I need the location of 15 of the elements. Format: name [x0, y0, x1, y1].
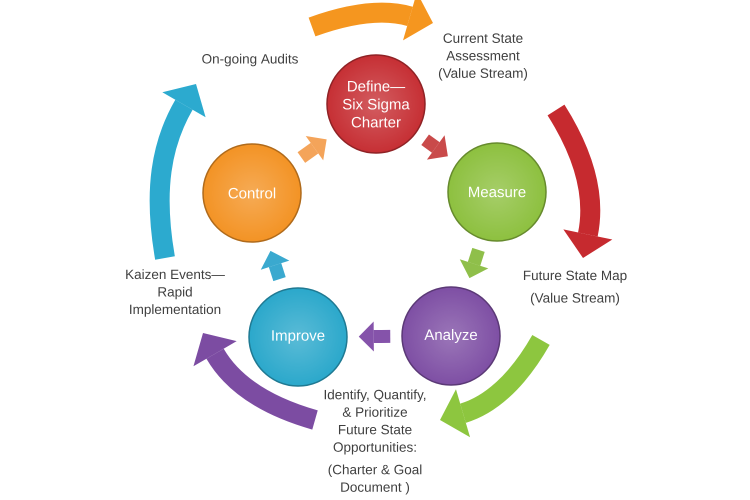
note-text: Current State Assessment (Value Stream) [438, 33, 528, 81]
block-arrow [421, 134, 448, 160]
curved-arrow [308, 0, 433, 40]
block-arrow [298, 136, 327, 163]
block-arrow [260, 250, 290, 282]
block-arrow [358, 322, 390, 352]
curved-arrow [150, 84, 206, 260]
note-text: Identify, Quantify, & Prioritize Future State Opportunities: (Charter & Goal Document ) [324, 389, 426, 495]
curved-arrow [547, 104, 612, 258]
note-text: On-going Audits [202, 54, 298, 66]
note-text: Future State Map (Value Stream) [524, 270, 627, 306]
block-arrow [460, 248, 488, 278]
curved-arrow [193, 333, 318, 430]
note-text: Kaizen Events— Rapid Implementation [126, 269, 225, 317]
curved-arrow [440, 334, 550, 438]
